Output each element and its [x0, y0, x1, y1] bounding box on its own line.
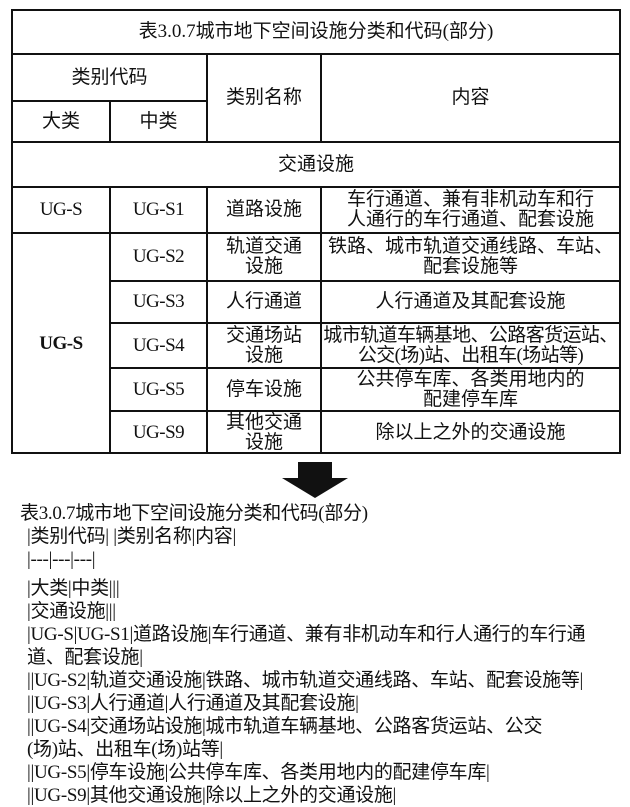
markdown-line: |交通设施|||: [27, 601, 116, 622]
content-cell: 城市轨道车辆基地、公路客货运站、 公交(场)站、出租车(场站等): [322, 324, 619, 367]
name-line: 其他交通: [225, 412, 302, 433]
divider: [109, 410, 619, 412]
category-name: 轨道交通 设施: [208, 234, 320, 280]
header-category-code: 类别代码: [71, 66, 148, 88]
category-name: 人行通道: [225, 291, 302, 312]
classification-table: 表3.0.7城市地下空间设施分类和代码(部分) 类别代码 大类 中类 类别名称 …: [11, 9, 621, 454]
name-line: 设施: [244, 432, 283, 453]
name-line: 设施: [244, 256, 283, 277]
content-line: 铁路、城市轨道交通线路、车站、: [327, 236, 613, 257]
markdown-line: |---|---|---|: [27, 549, 96, 570]
middle-code: UG-S1: [132, 199, 185, 220]
markdown-line: (场)站、出租车(场)站等|: [27, 739, 223, 760]
content-cell: 人行通道及其配套设施: [375, 291, 566, 312]
major-code: UG-S: [39, 199, 83, 220]
content-cell: 铁路、城市轨道交通线路、车站、 配套设施等: [322, 234, 619, 280]
divider: [206, 53, 208, 143]
markdown-line: ||UG-S9|其他交通设施|除以上之外的交通设施|: [27, 785, 397, 806]
divider: [320, 186, 322, 454]
content-cell: 车行通道、兼有非机动车和行 人通行的车行通道、配套设施: [322, 188, 619, 232]
major-code: UG-S: [39, 333, 83, 354]
markdown-line: |UG-S|UG-S1|道路设施|车行通道、兼有非机动车和行人通行的车行通: [27, 624, 586, 645]
markdown-output: 表3.0.7城市地下空间设施分类和代码(部分) |类别代码| |类别名称|内容|…: [20, 502, 620, 807]
divider: [320, 53, 322, 143]
markdown-line: ||UG-S4|交通场站设施|城市轨道车辆基地、公路客货运站、公交: [27, 716, 543, 737]
content-line: 车行通道、兼有非机动车和行: [346, 189, 594, 210]
middle-code: UG-S9: [132, 422, 185, 443]
middle-code: UG-S4: [132, 334, 185, 356]
content-cell: 除以上之外的交通设施: [375, 422, 566, 443]
markdown-line: ||UG-S5|停车设施|公共停车库、各类用地内的配建停车库|: [27, 762, 490, 783]
header-middle: 中类: [139, 110, 178, 132]
name-line: 交通场站: [225, 324, 302, 346]
markdown-line: ||UG-S2|轨道交通设施|铁路、城市轨道交通线路、车站、配套设施等|: [27, 670, 584, 691]
markdown-line: |大类|中类|||: [27, 578, 120, 599]
middle-code: UG-S3: [132, 291, 185, 312]
markdown-line: ||UG-S3|人行通道|人行通道及其配套设施|: [27, 693, 359, 714]
divider: [13, 186, 619, 188]
middle-code: UG-S2: [132, 246, 185, 267]
category-name: 交通场站 设施: [208, 324, 320, 367]
divider: [109, 100, 111, 143]
divider: [13, 141, 619, 143]
divider: [109, 280, 619, 282]
divider: [13, 232, 619, 234]
divider: [109, 367, 619, 369]
table-title: 表3.0.7城市地下空间设施分类和代码(部分): [138, 21, 494, 42]
markdown-line: |类别代码| |类别名称|内容|: [27, 526, 236, 547]
down-arrow-icon: [282, 462, 348, 498]
category-name: 停车设施: [225, 378, 302, 400]
name-line: 设施: [244, 344, 283, 366]
header-category-name: 类别名称: [225, 87, 302, 108]
markdown-line: 道、配套设施|: [27, 647, 143, 668]
category-name: 其他交通 设施: [208, 412, 320, 454]
markdown-title: 表3.0.7城市地下空间设施分类和代码(部分): [20, 503, 368, 524]
content-cell: 公共停车库、各类用地内的 配建停车库: [322, 369, 619, 410]
divider: [109, 322, 619, 324]
divider: [206, 186, 208, 454]
divider: [109, 186, 111, 454]
category-name: 道路设施: [225, 199, 302, 220]
section-title: 交通设施: [277, 153, 354, 175]
middle-code: UG-S5: [132, 378, 185, 400]
content-line: 人通行的车行通道、配套设施: [346, 209, 594, 230]
name-line: 轨道交通: [225, 236, 302, 257]
header-major: 大类: [41, 110, 80, 132]
content-line: 配建停车库: [422, 388, 518, 410]
content-line: 公交(场)站、出租车(场站等): [357, 344, 584, 366]
content-line: 城市轨道车辆基地、公路客货运站、: [323, 324, 618, 346]
header-content: 内容: [451, 87, 490, 108]
divider: [13, 53, 619, 55]
content-line: 公共停车库、各类用地内的: [356, 368, 585, 390]
content-line: 配套设施等: [422, 256, 518, 277]
